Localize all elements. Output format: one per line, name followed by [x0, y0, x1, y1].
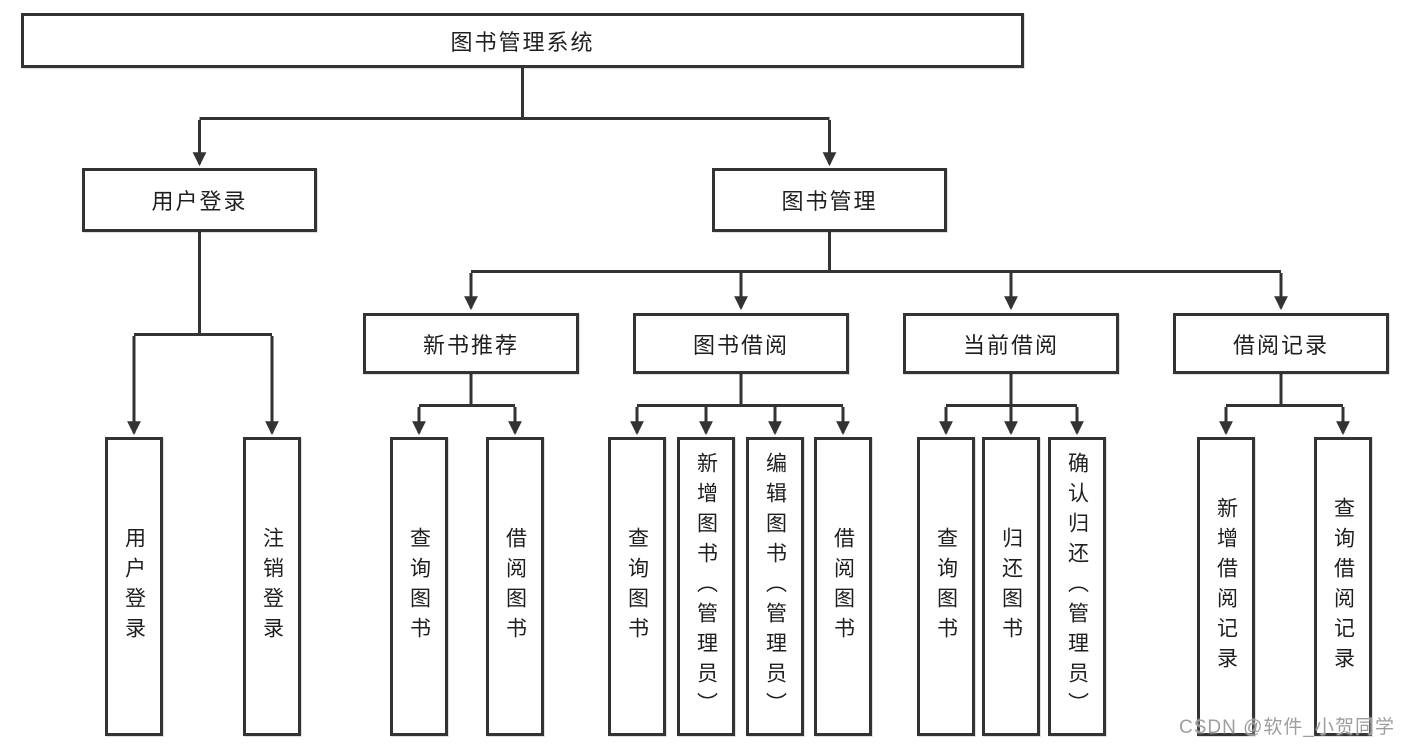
leaf-logout-login-label: 注销登录: [260, 526, 284, 647]
csdn-watermark: CSDN @软件_小贺同学: [1179, 717, 1395, 738]
leaf-return-book: 归还图书: [982, 437, 1040, 736]
leaf-query-book-3: 查询图书: [917, 437, 975, 736]
node-user-login-label: 用户登录: [151, 189, 248, 214]
leaf-add-borrow-record-label: 新增借阅记录: [1214, 496, 1238, 677]
node-library-management-system-label: 图书管理系统: [450, 29, 595, 55]
node-book-management-label: 图书管理: [781, 189, 878, 214]
leaf-borrow-book-2-label: 借阅图书: [831, 526, 855, 647]
edge-new-book-rec-branch: [419, 374, 515, 407]
leaf-add-borrow-record: 新增借阅记录: [1197, 437, 1255, 736]
leaf-query-book-2-label: 查询图书: [625, 526, 649, 647]
node-borrow-record-label: 借阅记录: [1232, 332, 1329, 358]
leaf-add-book-admin: 新增图书（管理员）: [677, 437, 735, 736]
leaf-query-borrow-record-label: 查询借阅记录: [1331, 496, 1355, 677]
node-borrow-record: 借阅记录: [1173, 313, 1389, 374]
leaf-borrow-book-1: 借阅图书: [486, 437, 544, 736]
leaf-user-login-label: 用户登录: [122, 526, 146, 647]
leaf-confirm-return-admin: 确认归还（管理员）: [1048, 437, 1106, 736]
leaf-query-book-3-label: 查询图书: [934, 526, 958, 647]
leaf-borrow-book-1-label: 借阅图书: [503, 526, 527, 647]
leaf-query-book-1: 查询图书: [390, 437, 448, 736]
edge-user-login-branch: [134, 232, 272, 336]
node-current-borrow-label: 当前借阅: [962, 332, 1059, 358]
leaf-borrow-book-2: 借阅图书: [814, 437, 872, 736]
edge-current-borrow-branch: [946, 374, 1077, 407]
leaf-edit-book-admin: 编辑图书（管理员）: [746, 437, 804, 736]
node-book-borrow-label: 图书借阅: [692, 332, 789, 358]
leaf-query-book-1-label: 查询图书: [407, 526, 431, 647]
node-current-borrow: 当前借阅: [903, 313, 1119, 374]
edge-borrow-record-branch: [1226, 374, 1343, 407]
leaf-logout-login: 注销登录: [243, 437, 301, 736]
node-user-login: 用户登录: [82, 168, 317, 232]
leaf-confirm-return-admin-label: 确认归还（管理员）: [1065, 451, 1089, 722]
node-new-book-recommend-label: 新书推荐: [422, 332, 519, 358]
node-book-borrow: 图书借阅: [633, 313, 849, 374]
leaf-query-borrow-record: 查询借阅记录: [1314, 437, 1372, 736]
node-new-book-recommend: 新书推荐: [363, 313, 579, 374]
leaf-edit-book-admin-label: 编辑图书（管理员）: [763, 451, 787, 722]
edge-book-borrow-branch: [637, 374, 843, 407]
leaf-add-book-admin-label: 新增图书（管理员）: [694, 451, 718, 722]
leaf-query-book-2: 查询图书: [608, 437, 666, 736]
node-book-management: 图书管理: [712, 168, 947, 232]
edge-book-mgmt-branch: [471, 232, 1281, 273]
leaf-user-login: 用户登录: [105, 437, 163, 736]
node-library-management-system: 图书管理系统: [21, 13, 1024, 68]
edge-root-branch: [199, 68, 830, 120]
leaf-return-book-label: 归还图书: [999, 526, 1023, 647]
